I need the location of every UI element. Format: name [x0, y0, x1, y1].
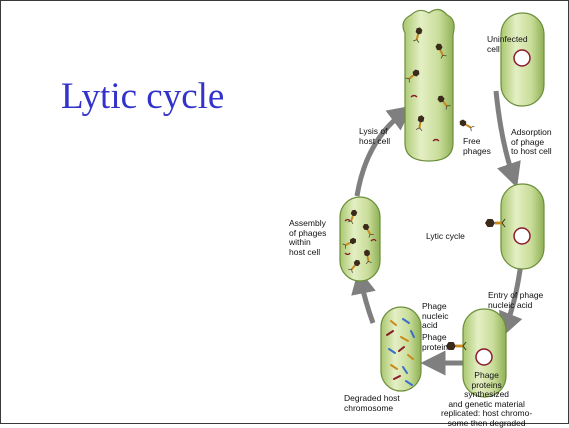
label-lytic-cycle-center: Lytic cycle [426, 232, 465, 242]
synthesis-cell [381, 307, 421, 391]
label-free-phages: Free phages [463, 137, 491, 156]
label-degraded-chromosome: Degraded host chromosome [344, 394, 400, 413]
label-synthesis: Phage proteins synthesized and genetic m… [441, 371, 532, 428]
label-adsorption: Adsorption of phage to host cell [511, 128, 552, 157]
label-entry: Entry of phage nucleic acid [488, 291, 543, 310]
assembly-cell [340, 197, 380, 281]
uninfected-cell [501, 13, 544, 106]
adsorption-cell [485, 184, 544, 269]
label-lysis: Lysis of host cell [359, 127, 390, 146]
label-phage-protein: Phage protein [422, 333, 448, 352]
label-uninfected-cell: Uninfected cell [487, 35, 528, 54]
arrow-assembly [361, 281, 373, 323]
label-phage-nucleic-acid: Phage nucleic acid [422, 302, 448, 331]
label-assembly: Assembly of phages within host cell [289, 219, 326, 257]
